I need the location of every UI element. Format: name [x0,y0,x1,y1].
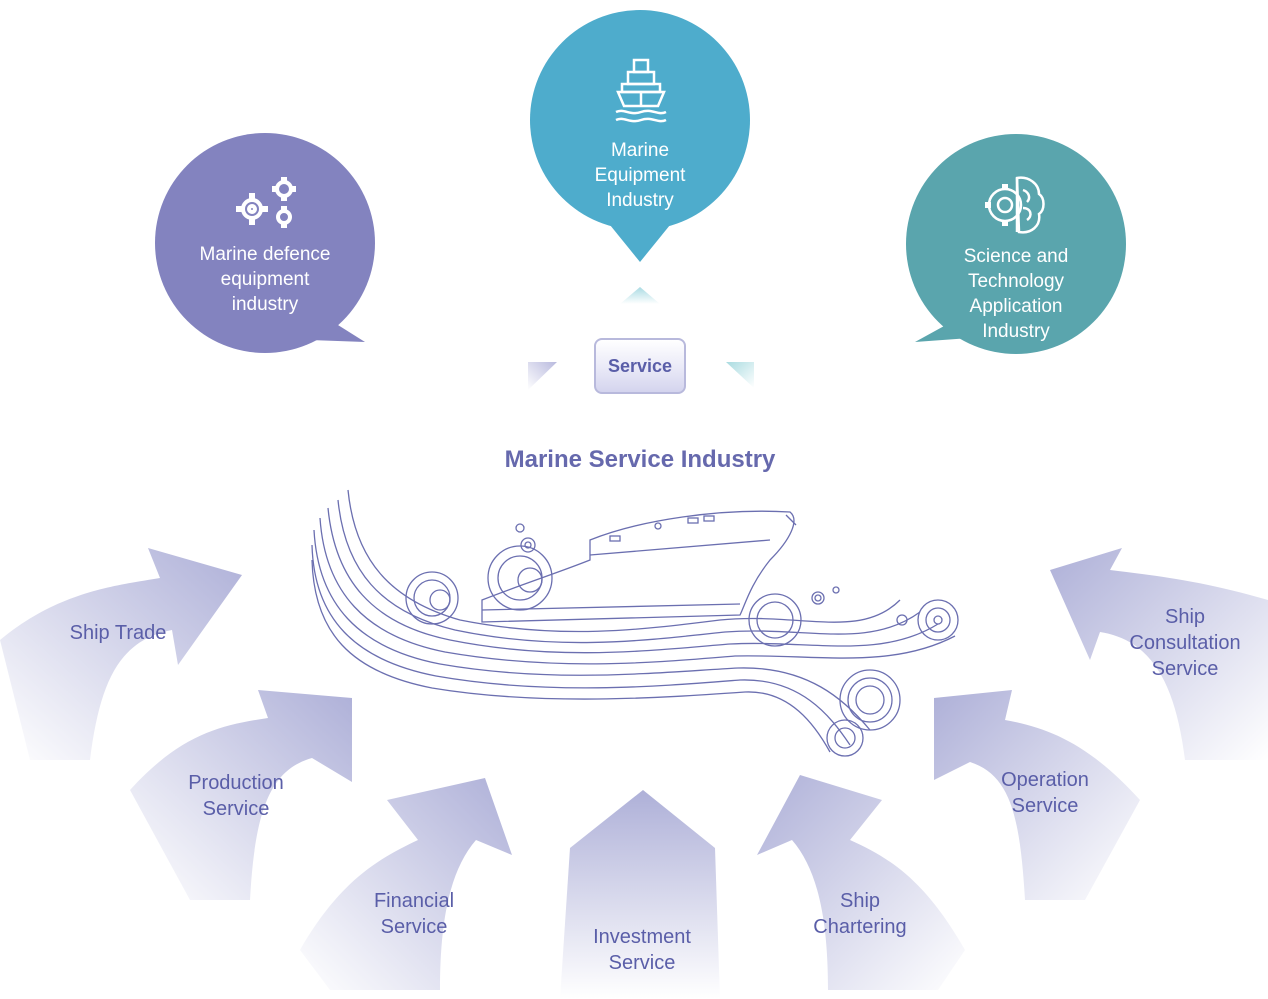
label-consultation: Ship Consultation Service [1129,606,1241,680]
bubble-defence [155,133,375,353]
brain-gear-icon [983,172,1049,238]
triangle-up [620,287,660,304]
triangle-right [726,362,754,388]
arrow-operation [934,690,1140,900]
label-investment: Investment Service [593,926,691,974]
bubble-equipment [530,10,750,262]
center-title: Marine Service Industry [504,446,776,473]
arrow-financial [300,778,512,990]
bubble-defence-text: Marine defence equipment industry [199,244,331,315]
label-financial: Financial Service [373,890,455,938]
service-box: Service [594,338,686,394]
label-operation: Operation Service [1001,769,1089,817]
ship-icon [612,54,670,124]
triangle-left [528,362,557,390]
arrow-consultation [1050,548,1268,760]
arrow-ship-trade [0,548,242,760]
bubble-equipment-text: Marine Equipment Industry [594,140,686,211]
bubble-science-text: Science and Technology Application Indus… [963,246,1069,342]
arrow-investment [560,790,720,999]
label-production: Production Service [188,772,284,820]
arrow-chartering [757,775,965,990]
label-chartering: Ship Chartering [813,890,907,938]
label-ship-trade: Ship Trade [69,622,167,644]
ship-illustration [311,489,959,757]
bubble-science [906,134,1126,354]
gears-icon [232,175,300,231]
arrow-production [130,690,352,900]
